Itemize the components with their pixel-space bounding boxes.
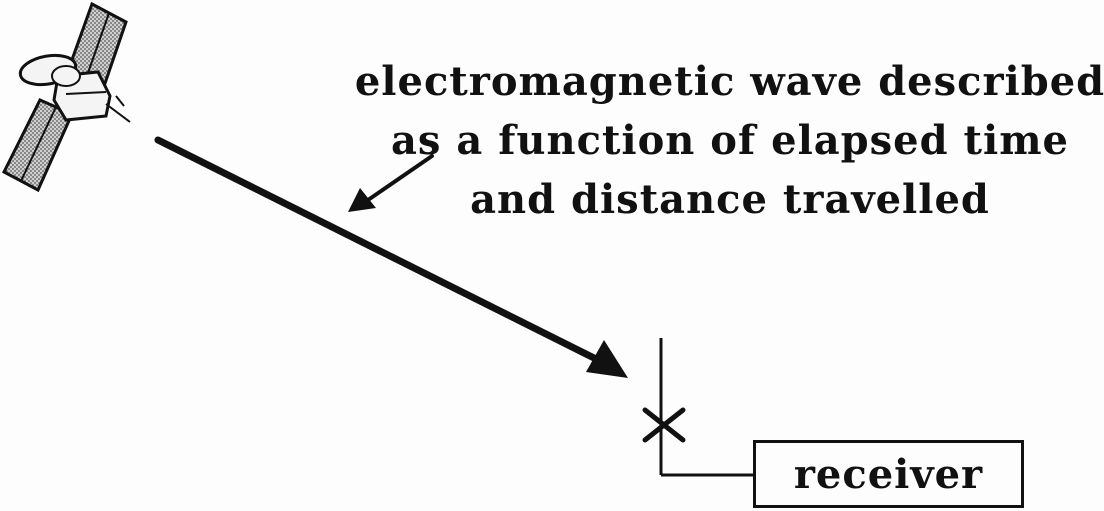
satellite-icon — [4, 4, 130, 190]
wave-label-line-1: electromagnetic wave described — [340, 52, 1104, 111]
receiver-label: receiver — [756, 443, 1021, 505]
wave-description-label: electromagnetic wave described as a func… — [340, 52, 1104, 229]
wave-label-line-2: as a function of elapsed time — [340, 111, 1104, 170]
antenna-icon — [645, 338, 683, 475]
receiver-box: receiver — [753, 440, 1024, 508]
wave-label-line-3: and distance travelled — [340, 170, 1104, 229]
